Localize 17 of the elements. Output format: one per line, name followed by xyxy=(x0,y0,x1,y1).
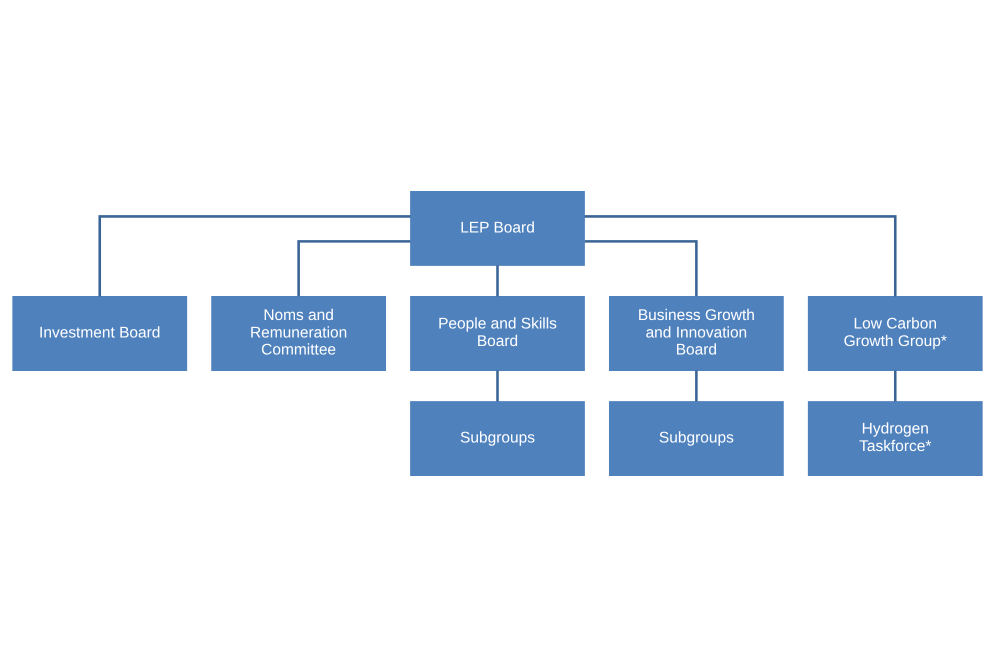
connector xyxy=(584,240,698,296)
connector xyxy=(297,240,410,296)
node-box: Investment Board xyxy=(12,296,188,370)
node-box: LEP Board xyxy=(410,190,585,266)
node-box: People and Skills Board xyxy=(410,296,585,370)
node-box: Low Carbon Growth Group* xyxy=(808,296,983,370)
connector xyxy=(496,265,499,296)
connector xyxy=(695,370,698,401)
connector xyxy=(496,370,499,401)
connector xyxy=(98,214,410,296)
node-box: Business Growth and Innovation Board xyxy=(609,296,784,370)
node-box: Noms and Remuneration Committee xyxy=(211,296,386,370)
connector xyxy=(584,214,897,296)
connector xyxy=(894,370,897,401)
node-box: Subgroups xyxy=(609,400,784,476)
node-box: Subgroups xyxy=(410,400,585,476)
node-box: Hydrogen Taskforce* xyxy=(808,400,983,476)
